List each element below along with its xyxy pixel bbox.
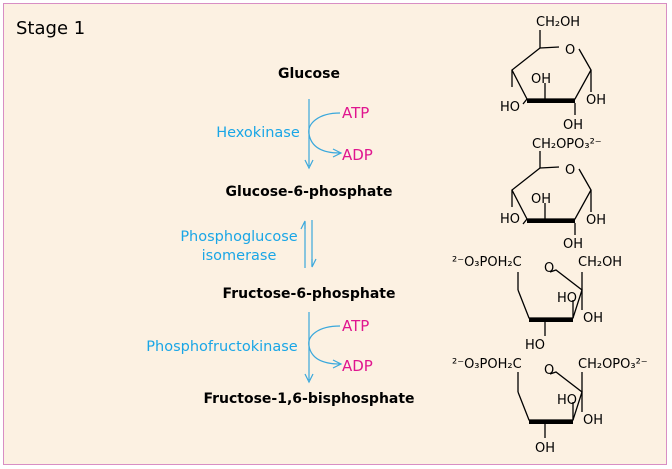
cofactor-atp-1: ATP — [342, 104, 370, 122]
arrow-step3-head — [304, 373, 314, 384]
f6p-structure: ²⁻O₃POH₂C CH₂OH O HO OH HO — [452, 255, 622, 353]
arrow-step2-up-head — [300, 220, 306, 230]
f16bp-oh-bottom: OH — [535, 441, 555, 456]
f16bp-ho: HO — [557, 393, 577, 408]
f6p-ho: HO — [557, 291, 577, 306]
g6p-oh2: OH — [563, 237, 583, 252]
g6p-oh3: OH — [531, 192, 551, 207]
glucose-oh2: OH — [563, 118, 583, 133]
cofactor-atp-2: ATP — [342, 317, 370, 335]
arrow-step3-curve-head — [332, 359, 343, 369]
enzyme-pgi-line1: Phosphoglucose — [180, 229, 298, 245]
cofactor-adp-1: ADP — [342, 146, 373, 164]
glucose-c6: CH₂OH — [536, 15, 580, 30]
g6p-c6: CH₂OPO₃²⁻ — [532, 137, 602, 152]
enzyme-pgi-line2: isomerase — [201, 248, 277, 264]
f16bp-right-group: CH₂OPO₃²⁻ — [578, 357, 648, 372]
pathway-panel: Stage 1 — [3, 3, 667, 465]
f16bp-left-group: ²⁻O₃POH₂C — [452, 357, 522, 372]
arrow-step1-curve — [308, 112, 341, 154]
g6p-oh1: OH — [586, 213, 606, 228]
f6p-oh-right: OH — [583, 311, 603, 326]
glucose-oh4: HO — [500, 100, 520, 115]
enzyme-hexokinase: Hexokinase — [216, 125, 300, 141]
f6p-right-group: CH₂OH — [578, 255, 622, 270]
glucose-oh3: OH — [531, 72, 551, 87]
cofactor-adp-2: ADP — [342, 357, 373, 375]
g6p-oh4: HO — [500, 212, 520, 227]
f16bp-oh-right: OH — [583, 413, 603, 428]
glucose-ring-o: O — [565, 43, 575, 58]
arrow-step1-curve-head — [332, 148, 343, 158]
f16bp-ring-o: O — [544, 363, 554, 378]
f6p-ring-o: O — [544, 261, 554, 276]
enzyme-phosphoglucose-isomerase: Phosphoglucose isomerase — [180, 228, 297, 266]
enzyme-phosphofructokinase: Phosphofructokinase — [146, 339, 298, 355]
g6p-ring-o: O — [565, 163, 575, 178]
arrow-step2-down-head — [311, 258, 317, 268]
glucose-structure: CH₂OH O OH HO OH OH — [500, 15, 606, 133]
metabolite-glucose: Glucose — [277, 66, 341, 82]
f16bp-structure: ²⁻O₃POH₂C CH₂OPO₃²⁻ O HO OH OH — [452, 357, 648, 456]
glucose-oh1: OH — [586, 93, 606, 108]
f6p-oh-bottom: HO — [525, 338, 545, 353]
metabolite-glucose-6-phosphate: Glucose-6-phosphate — [225, 184, 393, 200]
stage-label: Stage 1 — [16, 18, 86, 39]
metabolite-fructose-6-phosphate: Fructose-6-phosphate — [222, 286, 396, 302]
metabolite-fructose-1-6-bisphosphate: Fructose-1,6-bisphosphate — [203, 391, 415, 407]
arrow-step3-curve — [308, 325, 341, 365]
arrow-step1-head — [304, 159, 314, 170]
g6p-structure: CH₂OPO₃²⁻ O OH HO OH OH — [500, 137, 606, 252]
f6p-left-group: ²⁻O₃POH₂C — [452, 255, 522, 270]
